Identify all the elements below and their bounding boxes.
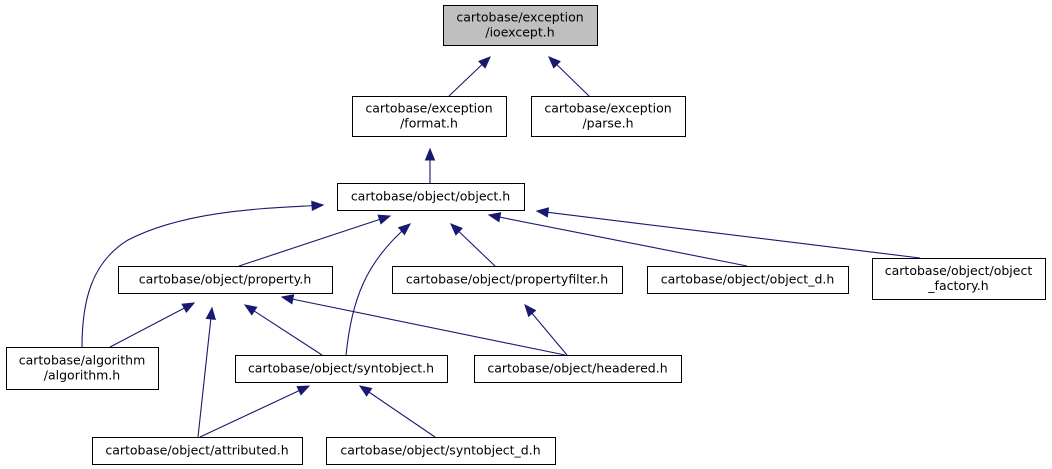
node-headered[interactable]: cartobase/object/headered.h (474, 355, 682, 383)
node-label-line: _factory.h (927, 278, 988, 293)
edge-line (367, 391, 436, 438)
edge-object-factory-to-object (535, 207, 921, 259)
node-property[interactable]: cartobase/object/property.h (118, 266, 333, 294)
edge-arrowhead (296, 385, 311, 396)
edges-layer (81, 56, 921, 438)
edge-syntobject-to-object (345, 223, 412, 356)
edge-arrowhead (535, 207, 550, 218)
node-label-line: cartobase/object/object_d.h (661, 272, 835, 287)
node-syntobject-d[interactable]: cartobase/object/syntobject_d.h (326, 437, 556, 465)
node-object[interactable]: cartobase/object/object.h (337, 183, 525, 211)
node-label-line: cartobase/object/property.h (139, 272, 312, 287)
edge-headered-to-property (280, 294, 566, 356)
node-object-d[interactable]: cartobase/object/object_d.h (647, 266, 849, 294)
edge-algorithm-to-object (81, 200, 325, 348)
node-label-line: cartobase/object/attributed.h (105, 443, 288, 458)
edge-arrowhead (524, 303, 537, 318)
edge-arrowhead (280, 294, 295, 305)
edge-parse-to-ioexcept (548, 56, 590, 97)
edge-syntobject-to-property (243, 304, 323, 356)
edge-arrowhead (548, 56, 561, 69)
node-algorithm[interactable]: cartobase/algorithm/algorithm.h (6, 347, 159, 390)
edge-format-to-ioexcept (448, 56, 491, 97)
edge-line (498, 216, 748, 267)
edge-line (199, 389, 301, 438)
edge-arrowhead (450, 223, 463, 236)
node-syntobject[interactable]: cartobase/object/syntobject.h (235, 355, 448, 383)
node-label-line: cartobase/object/propertyfilter.h (406, 272, 608, 287)
edge-syntobject-d-to-syntobject (358, 385, 436, 438)
node-box (474, 355, 682, 383)
edge-arrowhead (487, 212, 502, 223)
node-label-line: cartobase/object/headered.h (487, 361, 667, 376)
node-label-line: cartobase/object/object.h (351, 189, 510, 204)
nodes-layer: cartobase/exception/ioexcept.hcartobase/… (6, 5, 1046, 465)
node-label-line: /ioexcept.h (485, 25, 554, 40)
node-box (337, 183, 525, 211)
node-box (443, 5, 598, 46)
edge-line (253, 309, 323, 356)
edge-line (448, 63, 484, 97)
node-parse[interactable]: cartobase/exception/parse.h (531, 96, 686, 137)
edge-line (197, 317, 212, 438)
edge-line (291, 298, 566, 356)
node-label-line: cartobase/exception (456, 10, 583, 25)
edge-line (555, 63, 590, 97)
node-label-line: /format.h (400, 116, 458, 131)
edge-object-d-to-object (487, 212, 748, 267)
edge-line (109, 307, 186, 348)
edge-property-to-object (238, 214, 392, 267)
node-box (6, 347, 159, 390)
edge-arrowhead (311, 200, 325, 212)
node-label-line: cartobase/exception (544, 101, 671, 116)
edge-line (345, 223, 411, 356)
edge-headered-to-propertyfilter (524, 303, 568, 356)
edge-arrowhead (358, 385, 373, 397)
node-box (872, 258, 1046, 300)
node-box (647, 266, 849, 294)
node-label-line: cartobase/object/syntobject.h (248, 361, 434, 376)
node-label-line: /algorithm.h (44, 368, 120, 383)
node-label-line: cartobase/algorithm (19, 353, 146, 368)
edge-object-to-format (424, 147, 436, 183)
node-label-line: cartobase/object/object (885, 263, 1033, 278)
edge-arrowhead (478, 56, 491, 69)
node-attributed[interactable]: cartobase/object/attributed.h (92, 437, 303, 465)
edge-arrowhead (205, 306, 216, 320)
edge-line (81, 204, 324, 348)
node-label-line: /parse.h (582, 116, 633, 131)
node-ioexcept[interactable]: cartobase/exception/ioexcept.h (443, 5, 598, 46)
edge-algorithm-to-property (109, 302, 196, 348)
node-box (326, 437, 556, 465)
node-box (531, 96, 686, 137)
node-label-line: cartobase/object/syntobject_d.h (340, 443, 540, 458)
node-box (92, 437, 303, 465)
edge-arrowhead (181, 302, 196, 313)
edge-arrowhead (397, 223, 412, 236)
edge-arrowhead (243, 304, 258, 316)
edge-propertyfilter-to-object (450, 223, 496, 267)
node-box (352, 96, 507, 137)
node-format[interactable]: cartobase/exception/format.h (352, 96, 507, 137)
node-box (235, 355, 448, 383)
edge-arrowhead (424, 147, 436, 161)
edge-attributed-to-syntobject (199, 385, 311, 438)
node-box (392, 266, 623, 294)
node-propertyfilter[interactable]: cartobase/object/propertyfilter.h (392, 266, 623, 294)
edge-arrowhead (377, 214, 392, 225)
edge-line (546, 211, 921, 259)
node-label-line: cartobase/exception (365, 101, 492, 116)
node-object-factory[interactable]: cartobase/object/object_factory.h (872, 258, 1046, 300)
edge-attributed-to-property (197, 306, 216, 438)
edge-line (531, 312, 568, 356)
edge-line (238, 218, 381, 267)
edge-line (457, 230, 496, 267)
node-box (118, 266, 333, 294)
